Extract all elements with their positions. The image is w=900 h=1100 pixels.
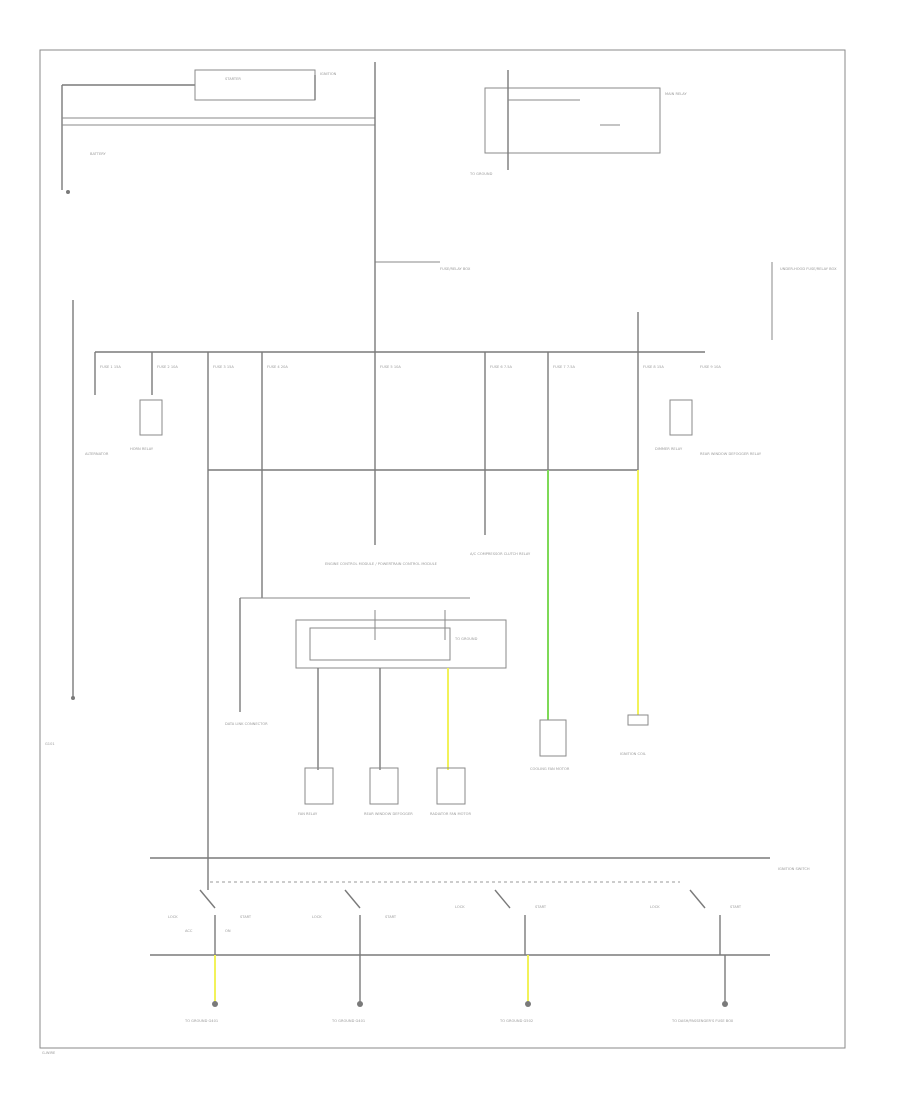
fuse-2-label: FUSE 2 10A: [157, 365, 178, 369]
defogger-label: REAR WINDOW DEFOGGER: [364, 812, 413, 816]
bottom-label-1: TO GROUND G401: [184, 1019, 218, 1023]
start-label-4: START: [730, 905, 742, 909]
switch-contacts: LOCK START LOCK START LOCK START LOCK ST…: [168, 889, 742, 955]
battery-label: BATTERY: [90, 152, 107, 156]
dimmer-label: DIMMER RELAY: [655, 447, 683, 451]
ground-label: G101: [45, 742, 55, 746]
components: DATA LINK CONNECTOR FAN RELAY REAR WINDO…: [225, 552, 649, 816]
ignition-switch-label: IGNITION SWITCH: [778, 867, 810, 871]
to-ground-2-label: TO GROUND: [454, 637, 478, 641]
rear-window-relay-label: REAR WINDOW DEFOGGER RELAY: [700, 452, 762, 456]
to-ground-label: TO GROUND: [469, 172, 493, 176]
bottom-label-4: TO DASH/PASSENGER'S FUSE BOX: [671, 1019, 734, 1023]
cooling-fan-label: COOLING FAN MOTOR: [530, 767, 570, 771]
lock-label-2: LOCK: [312, 915, 322, 919]
lock-label-3: LOCK: [455, 905, 465, 909]
engine-control-label: ENGINE CONTROL MODULE / POWERTRAIN CONTR…: [325, 562, 438, 566]
diagram-border: [39, 49, 846, 1049]
radiator-fan-label: RADIATOR FAN MOTOR: [430, 812, 471, 816]
start-label-2: START: [385, 915, 397, 919]
fuse-4-label: FUSE 4 20A: [267, 365, 288, 369]
fuse-6-label: FUSE 6 7.5A: [490, 365, 513, 369]
footer-label: G-WIRE: [42, 1051, 56, 1055]
ignition-label: IGNITION: [320, 72, 337, 76]
lock-label-1: LOCK: [168, 915, 178, 919]
bottom-label-3: TO GROUND G502: [499, 1019, 533, 1023]
main-relay-box: MAIN RELAY TO GROUND: [469, 70, 687, 176]
start-label-3: START: [535, 905, 547, 909]
horn-relay-label: HORN RELAY: [130, 447, 154, 451]
underhood-box-label: UNDER-HOOD FUSE/RELAY BOX: [780, 267, 837, 271]
bottom-label-2: TO GROUND G401: [331, 1019, 365, 1023]
fuse-8-label: FUSE 8 15A: [643, 365, 664, 369]
fuse-3-label: FUSE 3 15A: [213, 365, 234, 369]
engine-control-module: ENGINE CONTROL MODULE / POWERTRAIN CONTR…: [240, 562, 507, 669]
start-label-1: START: [240, 915, 252, 919]
fuse-9-label: FUSE 9 10A: [700, 365, 721, 369]
a-c-relay-label: A/C COMPRESSOR CLUTCH RELAY: [470, 552, 531, 556]
fuse-block-label: FUSE/RELAY BOX: [440, 267, 471, 271]
on-label-1: ON: [225, 929, 231, 933]
fuse-drops: FUSE 1 15A FUSE 2 10A FUSE 3 15A FUSE 4 …: [94, 352, 721, 471]
data-link-label: DATA LINK CONNECTOR: [225, 722, 268, 726]
alternator-label: ALTERNATOR: [85, 452, 109, 456]
fan-relay-label: FAN RELAY: [298, 812, 318, 816]
starter-label: STARTER: [225, 77, 241, 81]
acc-label-1: ACC: [185, 929, 193, 933]
main-relay-label: MAIN RELAY: [665, 92, 687, 96]
ignition-coil-label: IGNITION COIL: [620, 752, 646, 756]
fuse-7-label: FUSE 7 7.5A: [553, 365, 576, 369]
lock-label-4: LOCK: [650, 905, 660, 909]
fuse-5-label: FUSE 5 10A: [380, 365, 401, 369]
starter-circuit: BATTERY STARTER IGNITION: [61, 62, 376, 240]
fuse-1-label: FUSE 1 15A: [100, 365, 121, 369]
